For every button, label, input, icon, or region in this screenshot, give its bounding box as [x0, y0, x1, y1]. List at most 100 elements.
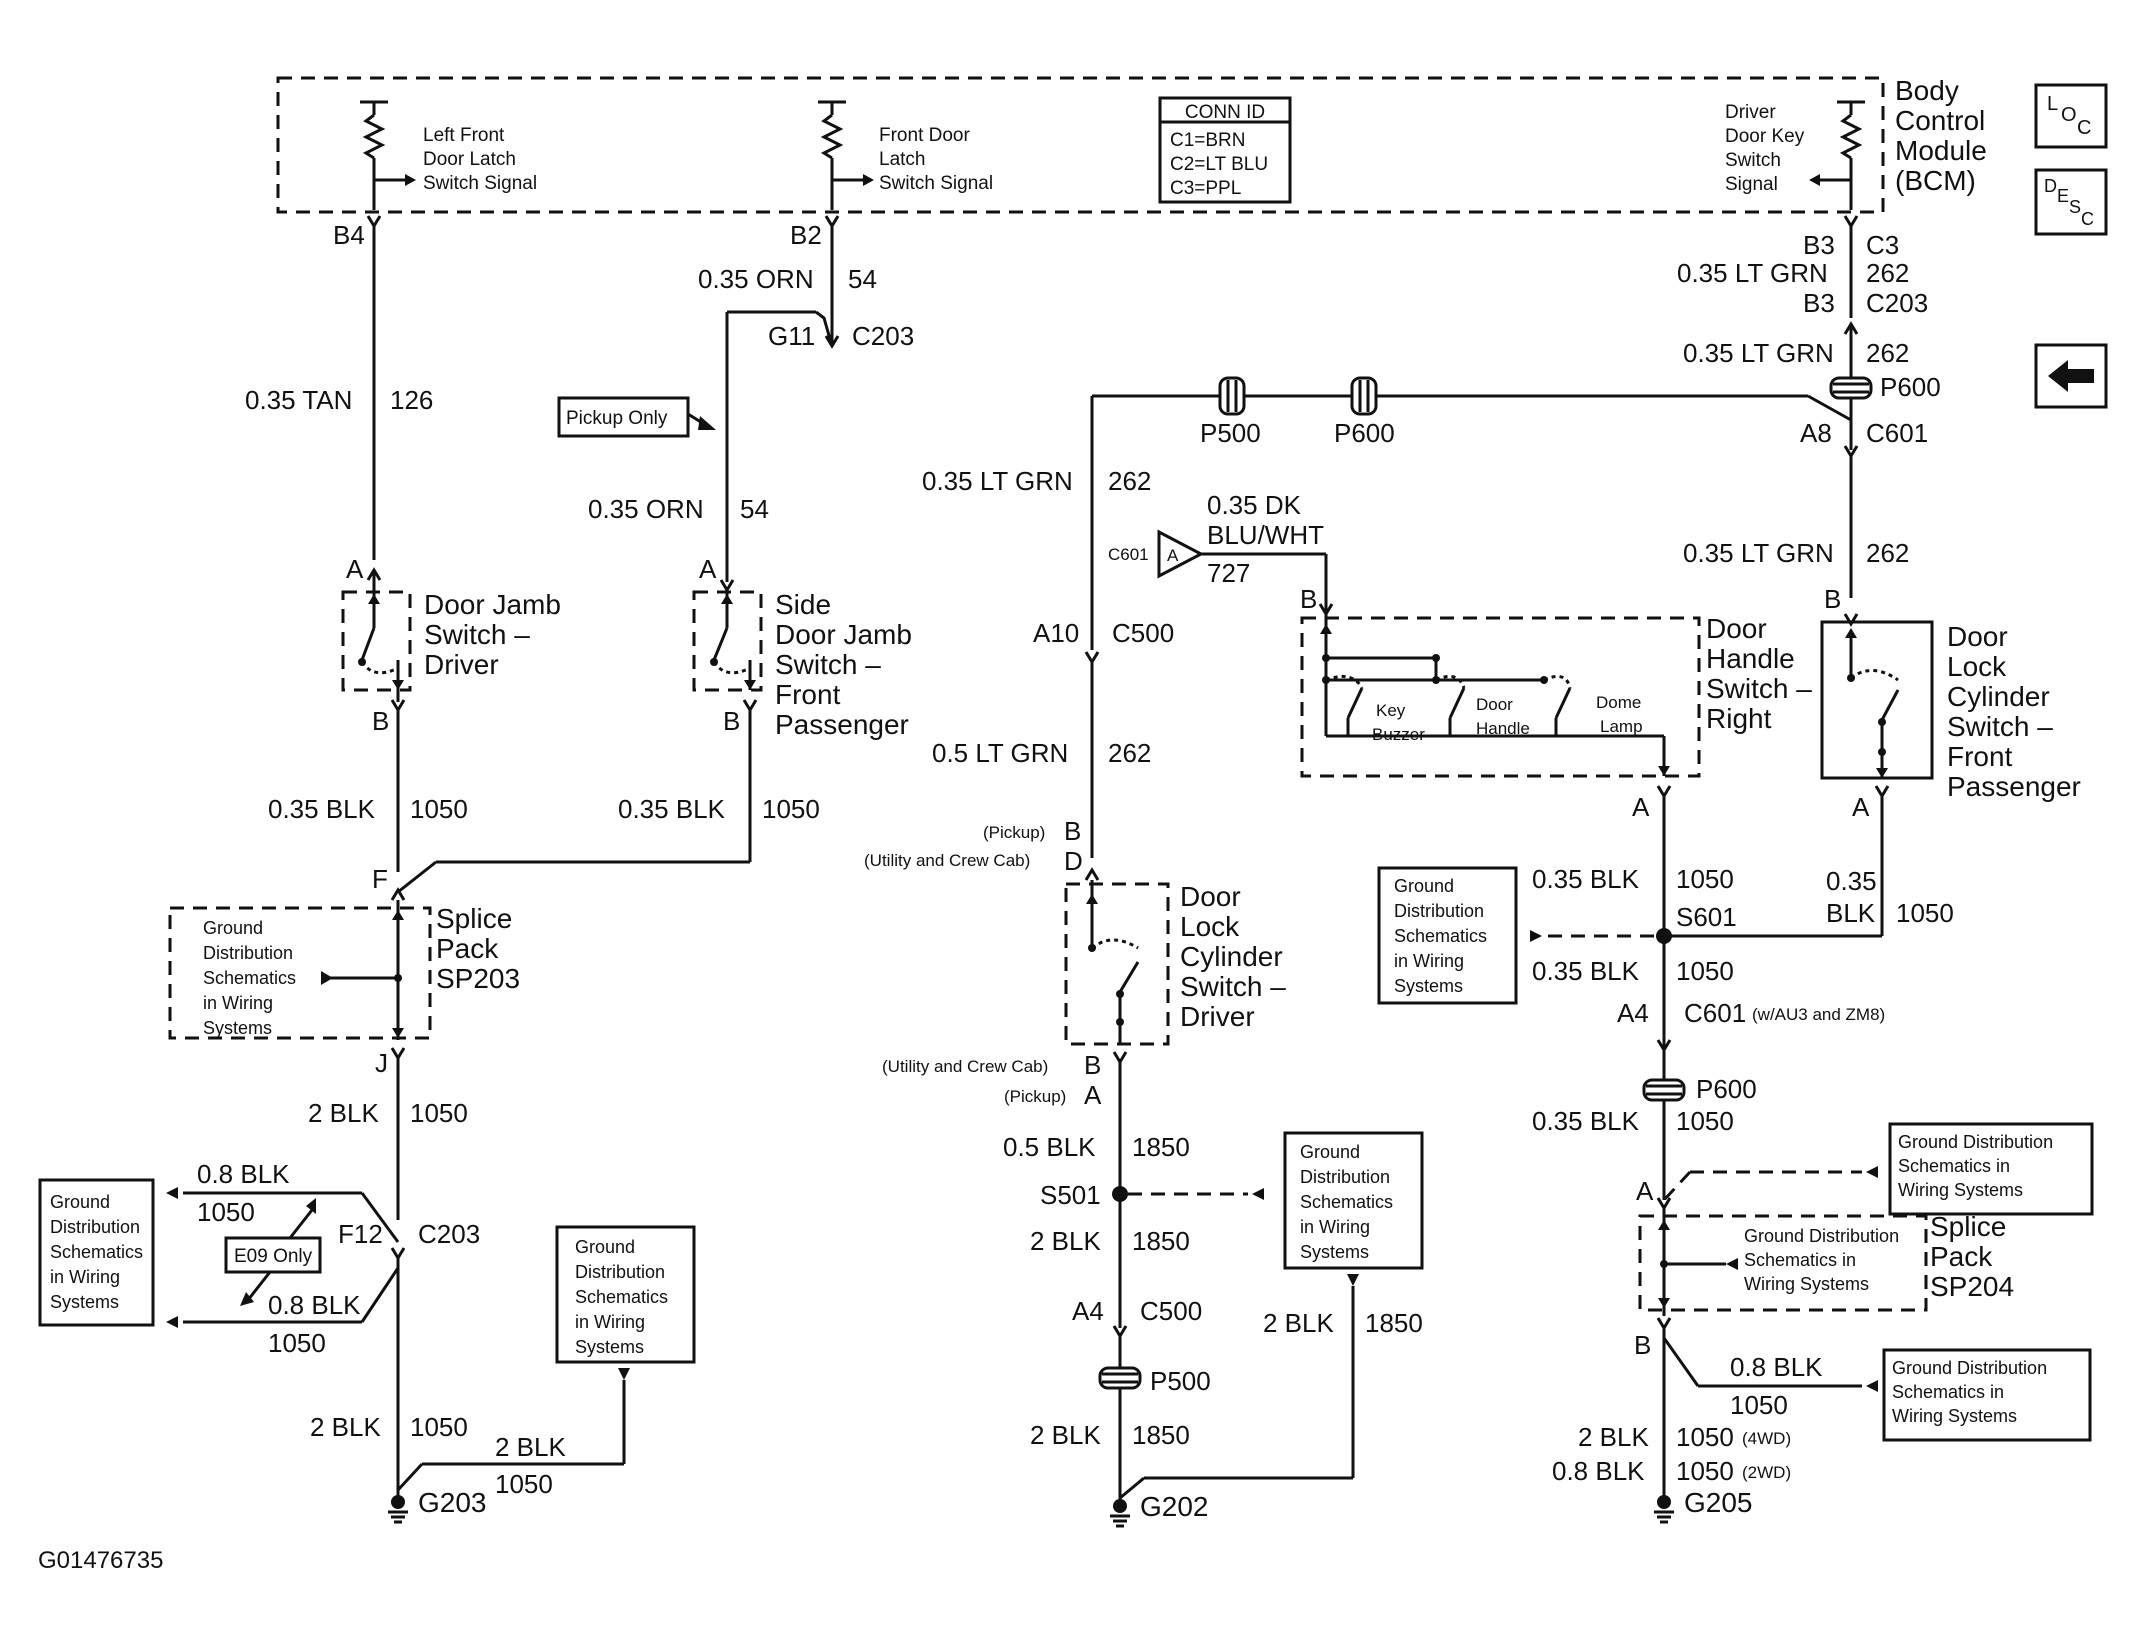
wire-08blk-lower-ckt: 1050	[268, 1328, 326, 1358]
side-door-jamb-label-3: Switch –	[775, 649, 881, 680]
pin-c203-right: C203	[1866, 288, 1928, 318]
door-jamb-driver-label-1: Door Jamb	[424, 589, 561, 620]
door-jamb-driver-label-2: Switch –	[424, 619, 530, 650]
loc-icon[interactable]: L O C	[2034, 83, 2108, 149]
wire-dkblu-size-1: 0.35 DK	[1207, 490, 1302, 520]
ground-g205-label: G205	[1684, 1487, 1753, 1518]
lock-pass-a-connector	[1874, 785, 1890, 799]
pin-a8: A8	[1800, 418, 1832, 448]
bcm-left-front-label-1: Left Front	[423, 125, 505, 146]
gd-cl-5: Systems	[575, 1337, 644, 1357]
bcm-title-1: Body	[1895, 75, 1959, 106]
c601-triangle-pin: A	[1167, 546, 1179, 565]
ground-dist-box-left	[38, 1178, 155, 1327]
lock-driver-top-connector	[1084, 867, 1100, 881]
wire-ltgrn-top-bus	[1090, 394, 1852, 650]
e09-only-text: E09 Only	[234, 1246, 313, 1267]
wire-ltgrn-center-size: 0.35 LT GRN	[922, 466, 1073, 496]
pin-lock-pass-a: A	[1852, 792, 1870, 822]
bcm-front-door-resistor	[818, 100, 874, 210]
wire-2blk-gd-size: 2 BLK	[1263, 1308, 1334, 1338]
wire-blk-driver-size: 0.35 BLK	[268, 794, 376, 824]
handle-door-2: Handle	[1476, 719, 1530, 738]
ground-dist-box-s601	[1377, 866, 1518, 1005]
door-lock-driver-box	[1064, 882, 1170, 1046]
bcm-driver-key-resistor	[1809, 100, 1865, 210]
splice-s501: S501	[1040, 1180, 1101, 1210]
label-p600-right: P600	[1880, 372, 1941, 402]
wire-2blk-g203-ckt: 1050	[495, 1469, 553, 1499]
sp203-label-3: SP203	[436, 963, 520, 994]
handle-dome-2: Lamp	[1600, 717, 1643, 736]
pin-c500-upper: C500	[1112, 618, 1174, 648]
pin-lock-driver-d: D	[1064, 846, 1083, 876]
door-lock-driver-label-2: Lock	[1180, 911, 1240, 942]
gd-sp204-bot-1: Ground Distribution	[1892, 1358, 2047, 1378]
wire-orn-ckt-mid: 54	[740, 494, 769, 524]
label-p600-top: P600	[1334, 418, 1395, 448]
pin-c203-lower: C203	[418, 1219, 480, 1249]
sp203-bus	[321, 900, 404, 1040]
door-jamb-driver-box	[341, 590, 412, 692]
sp204-label-3: SP204	[1930, 1271, 2014, 1302]
pin-sp204-b: B	[1634, 1330, 1651, 1360]
sp203-gd-2: Distribution	[203, 943, 293, 963]
wire-blk-p600-size: 0.35 BLK	[1532, 1106, 1640, 1136]
gd-sp204-in-1: Ground Distribution	[1744, 1226, 1899, 1246]
bcm-driver-key-label-3: Switch	[1725, 150, 1781, 171]
gd-cl-2: Distribution	[575, 1262, 665, 1282]
sp203-gd-4: in Wiring	[203, 993, 273, 1013]
bcm-driver-key-label-2: Door Key	[1725, 126, 1805, 147]
svg-text:O: O	[2061, 104, 2077, 126]
sp203-label-2: Pack	[436, 933, 499, 964]
pin-handle-a: A	[1632, 792, 1650, 822]
gd-s601-5: Systems	[1394, 976, 1463, 996]
splice-pack-sp204-box	[1638, 1214, 1928, 1312]
label-p500-top: P500	[1200, 418, 1261, 448]
handle-dome-1: Dome	[1596, 693, 1641, 712]
handle-a-connector	[1656, 785, 1672, 799]
back-arrow-icon[interactable]	[2034, 343, 2108, 409]
svg-text:C: C	[2077, 117, 2091, 139]
wire-handle-s601	[1656, 796, 1672, 1050]
inline-p600-right-connector	[1829, 376, 1873, 400]
wire-dkblu-ckt: 727	[1207, 558, 1250, 588]
pin-b3-mid: B3	[1803, 288, 1835, 318]
ground-g202-icon	[1110, 1499, 1130, 1528]
wire-08blk-g205-size: 0.8 BLK	[1552, 1456, 1645, 1486]
note-utility-d: (Utility and Crew Cab)	[864, 851, 1030, 870]
pin-lock-driver-b-lower: B	[1084, 1050, 1101, 1080]
gd-sp204-bot-2: Schematics in	[1892, 1382, 2004, 1402]
ground-dist-box-center-left	[555, 1225, 696, 1364]
splice-s601: S601	[1676, 902, 1737, 932]
wire-jamb-driver-b	[390, 690, 406, 872]
pickup-only-arrow	[698, 416, 716, 430]
wire-2blk-s501-ckt: 1850	[1132, 1226, 1190, 1256]
conn-id-row-1: C1=BRN	[1170, 130, 1246, 151]
bcm-title-3: Module	[1895, 135, 1987, 166]
sp204-bus	[1658, 1208, 1738, 1316]
gd-s601-2: Distribution	[1394, 901, 1484, 921]
pin-b4: B4	[333, 220, 365, 250]
pin-jamb-side-a: A	[699, 554, 717, 584]
svg-text:C: C	[2081, 209, 2094, 229]
door-handle-right-label-2: Handle	[1706, 643, 1795, 674]
wire-ltgrn-right-ckt-2: 262	[1866, 338, 1909, 368]
bcm-front-door-label-3: Switch Signal	[879, 173, 993, 194]
gd-cl-3: Schematics	[575, 1287, 668, 1307]
wire-blk-pass-size-1: 0.35	[1826, 866, 1877, 896]
wire-blk-s601-size: 0.35 BLK	[1532, 956, 1640, 986]
pin-b3-top: B3	[1803, 230, 1835, 260]
gd-cl-4: in Wiring	[575, 1312, 645, 1332]
bcm-left-front-label-3: Switch Signal	[423, 173, 537, 194]
e09-arrow-down	[240, 1292, 254, 1306]
wire-orn-size-mid: 0.35 ORN	[588, 494, 704, 524]
desc-icon[interactable]: D E S C	[2034, 168, 2108, 236]
wire-lock-pass-to-s601	[1664, 796, 1884, 938]
bcm-left-front-resistor	[360, 100, 416, 210]
pickup-only-text: Pickup Only	[566, 408, 668, 429]
sp203-f-connector	[390, 887, 406, 901]
sp204-label-2: Pack	[1930, 1241, 1993, 1272]
handle-key-1: Key	[1376, 701, 1406, 720]
wire-tan-size: 0.35 TAN	[245, 385, 352, 415]
